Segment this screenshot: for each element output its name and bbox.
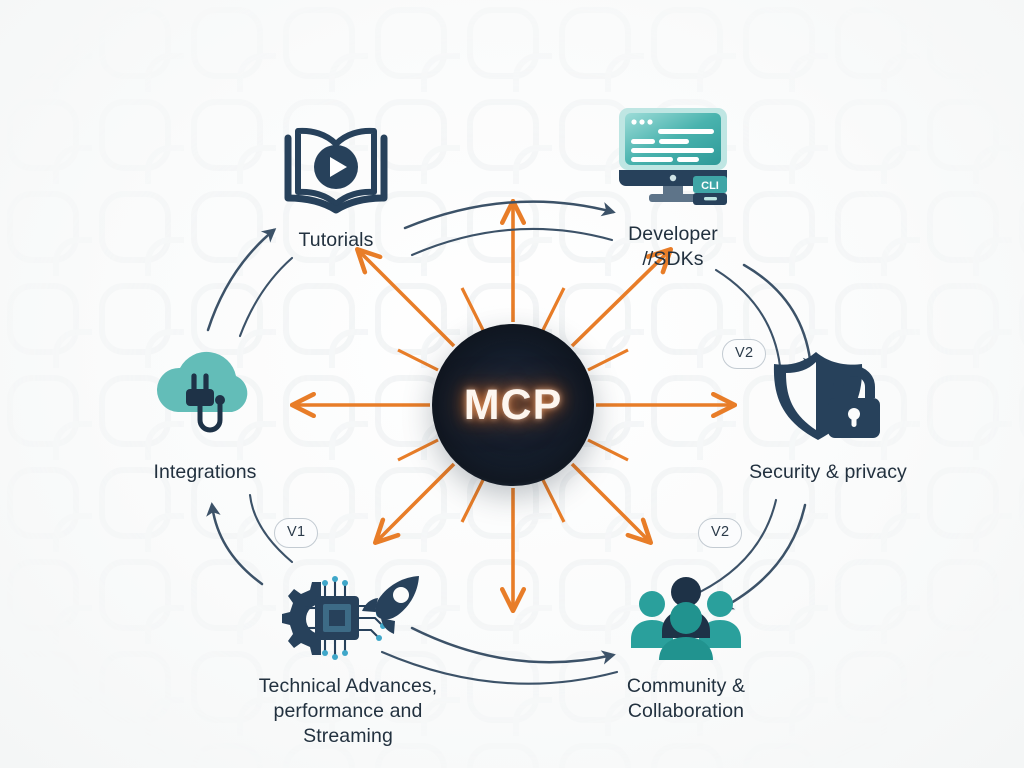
radial-ray-wnw (397, 348, 439, 372)
radial-ray-wsw (397, 438, 439, 462)
arc-technical-to-community-1 (410, 626, 616, 665)
badge-technical-v1: V1 (274, 518, 319, 548)
radial-ray-sse (541, 479, 566, 523)
mcp-hub-label: MCP (463, 380, 563, 429)
badge-text: V1 (287, 524, 306, 540)
badge-text: V2 (735, 345, 754, 361)
radial-ray-ssw (460, 479, 485, 523)
radial-ray-nnw (460, 287, 485, 331)
radial-arrow-sw (378, 462, 456, 540)
arc-security-to-community-1 (719, 503, 807, 610)
people-group-icon (628, 552, 744, 660)
arc-technical-to-integrations-2 (248, 493, 294, 564)
radial-arrow-group (296, 205, 731, 607)
svg-text:CLI: CLI (701, 180, 719, 192)
node-label-security-privacy: Security & privacy (749, 461, 907, 483)
badge-community-v2: V2 (698, 518, 743, 548)
badge-text: V2 (711, 524, 730, 540)
radial-ray-nne (541, 287, 566, 331)
node-technical-advances[interactable]: Technical Advances, performance and Stre… (228, 552, 468, 749)
node-label-integrations: Integrations (153, 461, 257, 483)
arc-integrations-to-tutorials-2 (238, 256, 294, 338)
monitor-code-cli-icon: CLI (611, 100, 735, 208)
arc-developer-to-security-2 (714, 268, 782, 368)
arc-tutorials-to-developer-2 (410, 227, 614, 257)
radial-ray-ene (587, 348, 629, 372)
mcp-hub-circle[interactable]: MCP (432, 324, 594, 486)
arc-integrations-to-tutorials-1 (206, 228, 277, 332)
node-community-collaboration[interactable]: Community & Collaboration (566, 552, 806, 724)
cli-badge-icon: CLI (693, 176, 727, 205)
open-book-play-icon (280, 106, 392, 214)
arc-security-to-community-2 (698, 498, 778, 594)
gear-chip-rocket-icon (273, 552, 423, 660)
node-label-community-collaboration: Community & Collaboration (626, 675, 746, 722)
shield-lock-icon (772, 338, 884, 446)
arc-developer-to-security-1 (742, 263, 818, 371)
cloud-plug-icon (150, 338, 260, 446)
arc-technical-to-integrations-1 (206, 502, 264, 586)
node-integrations[interactable]: Integrations (85, 338, 325, 485)
node-label-technical-advances: Technical Advances, performance and Stre… (258, 675, 438, 747)
node-label-developer-sdks: Developer //SDKs (628, 223, 718, 270)
radial-ray-ese (587, 438, 629, 462)
radial-arrow-ne (570, 252, 668, 348)
flow-arc-group (206, 200, 818, 685)
radial-arrow-se (570, 462, 648, 540)
radial-arrow-nw (360, 252, 456, 348)
arc-tutorials-to-developer-1 (403, 200, 616, 230)
node-label-tutorials: Tutorials (298, 229, 374, 251)
node-tutorials[interactable]: Tutorials (216, 106, 456, 253)
padlock-shape (828, 366, 880, 438)
node-security-privacy[interactable]: Security & privacy (708, 338, 948, 485)
badge-security-v2: V2 (722, 339, 767, 369)
node-developer-sdks[interactable]: CLI Developer //SDKs (553, 100, 793, 272)
arc-technical-to-community-2 (380, 650, 619, 685)
